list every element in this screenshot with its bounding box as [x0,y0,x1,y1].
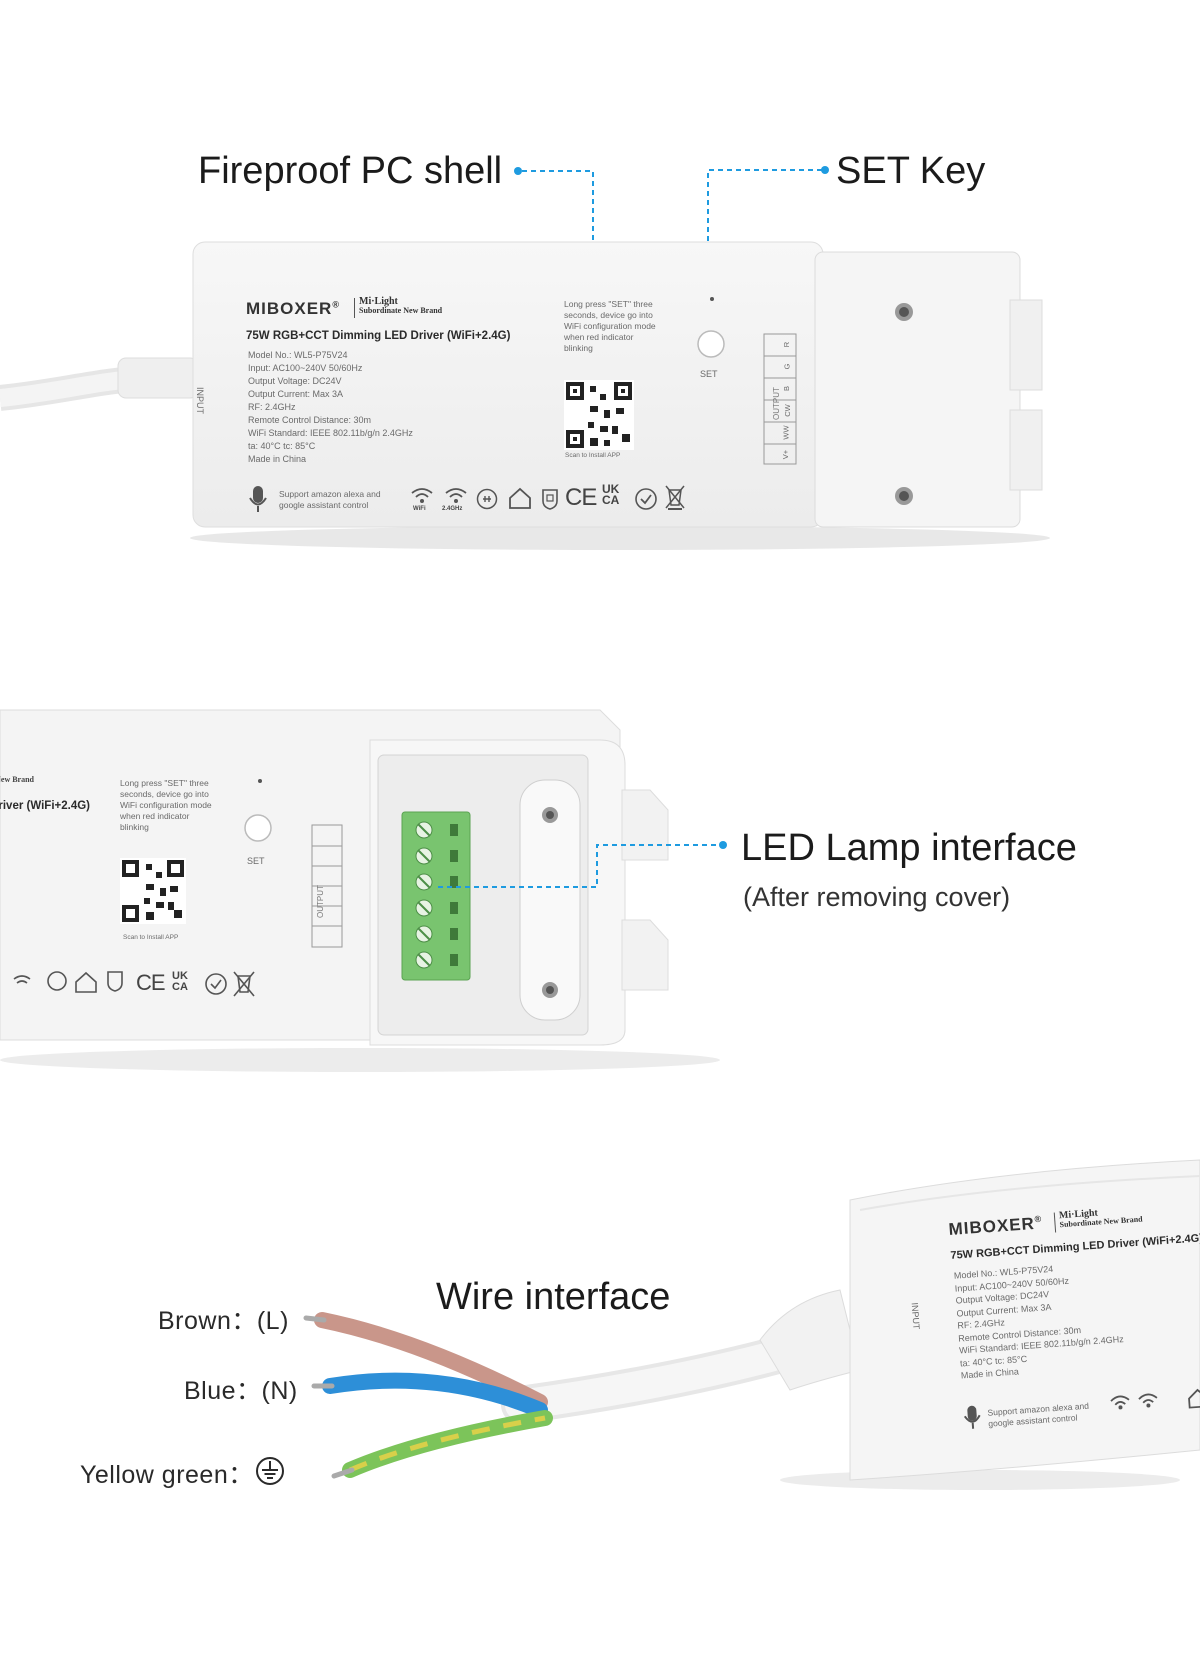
home-icon [509,487,531,509]
spec-item: Made in China [248,454,307,464]
top-device-shell [0,241,1050,550]
spec-list: Model No.: WL5-P75V24 Input: AC100~240V … [248,349,413,466]
brand-divider [354,298,355,318]
rf-label: 2.4GHz [442,506,463,512]
middle-device-shell [0,709,720,1072]
brand-logo: MIBOXER® [246,299,340,318]
spec-item: Output Current: Max 3A [248,389,344,399]
middle-set-label: SET [247,856,265,866]
bottom-device-label: MIBOXER® Mi·Light Subordinate New Brand … [910,1202,1200,1449]
spec-item: ta: 40°C tc: 85°C [248,441,316,451]
callout-fireproof-shell: Fireproof PC shell [198,150,503,192]
set-button-label: SET [700,369,718,379]
microphone-icon [249,486,267,512]
bottom-sub-brand: Mi·Light Subordinate New Brand [1058,1207,1143,1230]
middle-set-instructions: Long press "SET" three seconds, device g… [120,778,212,832]
voice-support-text: Support amazon alexa and google assistan… [279,489,381,510]
blue-wire [322,1372,548,1418]
spec-item: WiFi Standard: IEEE 802.11b/g/n 2.4GHz [248,428,413,438]
bottom-home-icon [1188,1388,1200,1409]
spec-item: Remote Control Distance: 30m [248,415,372,425]
signal-circle-icon [476,488,498,510]
product-title: 75W RGB+CCT Dimming LED Driver (WiFi+2.4… [246,330,511,342]
middle-title-fragment: 75W RGB+CCT Dimming LED Driver (WiFi+2.4… [0,800,90,812]
bottom-input-label: INPUT [909,1302,922,1330]
middle-device: Subordinate New Brand 75W RGB+CCT Dimmin… [0,700,1200,1080]
scan-label: Scan to Install APP [565,452,621,459]
wifi-label: WiFi [413,506,426,512]
callout-led-lamp-interface: LED Lamp interface [741,827,1077,869]
bottom-rf-icon [1138,1393,1158,1408]
brown-wire-label: Brown：(L) [158,1307,289,1335]
spec-item: Model No.: WL5-P75V24 [248,350,348,360]
callout-wire-interface: Wire interface [436,1276,671,1318]
sub-brand: Mi·Light Subordinate New Brand [359,296,443,316]
middle-sub-brand-fragment: Subordinate New Brand [0,775,34,784]
brown-wire [314,1312,548,1410]
spec-item: Output Voltage: DC24V [248,376,342,386]
weee-bin-icon [665,485,685,510]
bottom-spec-list: Model No.: WL5-P75V24 Input: AC100~240V … [953,1263,1125,1381]
yellow-green-wire-label: Yellow green： [80,1461,254,1489]
bottom-brand-divider [1053,1212,1057,1233]
ground-icon [256,1457,284,1485]
callout-line-led [438,841,727,888]
bottom-wifi-icon [1110,1395,1130,1410]
blue-wire-label: Blue：(N) [184,1377,298,1405]
callout-led-lamp-note: (After removing cover) [743,882,1011,912]
top-device: MIBOXER® Mi·Light Subordinate New Brand … [0,230,1200,560]
wifi-icon [411,488,433,503]
middle-ce-mark: CE [136,970,166,995]
bottom-microphone-icon [963,1405,981,1429]
spec-item: RF: 2.4GHz [248,402,296,412]
spec-item: Input: AC100~240V 50/60Hz [248,363,363,373]
set-instructions: Long press "SET" three seconds, device g… [564,299,656,353]
class-ii-icon [542,489,558,510]
ce-mark: CE [565,484,597,511]
middle-ukca-mark: UK CA [172,970,188,993]
bottom-voice-support: Support amazon alexa and google assistan… [987,1400,1090,1429]
rohs-check-icon [635,488,657,510]
callout-set-key: SET Key [836,150,986,192]
middle-scan-label: Scan to Install APP [123,934,179,941]
ukca-mark: UK CA [602,482,620,507]
rf-signal-icon [445,488,467,503]
